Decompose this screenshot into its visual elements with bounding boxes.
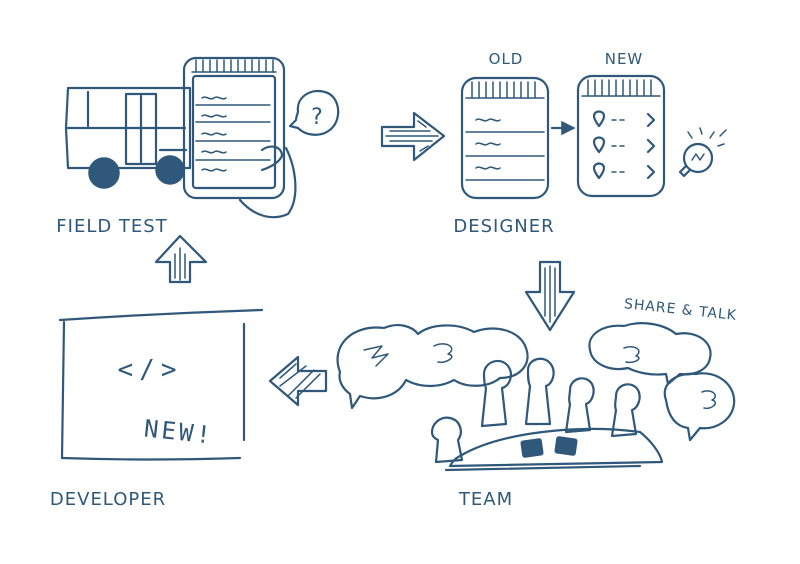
developer-screen: [58, 308, 264, 461]
small-arrow: [550, 120, 576, 136]
team-caption: TEAM: [458, 489, 513, 510]
old-label: OLD: [489, 50, 524, 68]
lightbulb-icon: [678, 127, 727, 178]
arrow-left-to-developer: [268, 355, 328, 407]
phone-in-hand-icon: [182, 56, 297, 219]
new-design-phone: [576, 74, 666, 198]
code-symbol: </>: [118, 355, 183, 385]
new-label: NEW: [605, 50, 644, 68]
arrow-down-to-team: [524, 260, 576, 332]
team-people: [430, 357, 641, 464]
new-exclaim: NEW!: [143, 414, 215, 449]
bus-icon: [64, 86, 192, 189]
arrow-right-to-designer: [380, 111, 446, 162]
speech-bubbles: [336, 322, 736, 442]
old-design-phone: [460, 76, 550, 200]
field-test-caption: FIELD TEST: [56, 216, 167, 237]
meeting-table: [444, 427, 664, 472]
designer-caption: DESIGNER: [453, 216, 554, 237]
arrow-up-to-field-test: [154, 234, 208, 284]
developer-caption: DEVELOPER: [50, 489, 166, 510]
share-talk-note: SHARE & TALK: [623, 296, 737, 324]
question-mark: ?: [311, 105, 323, 130]
question-bubble: ?: [288, 89, 340, 136]
